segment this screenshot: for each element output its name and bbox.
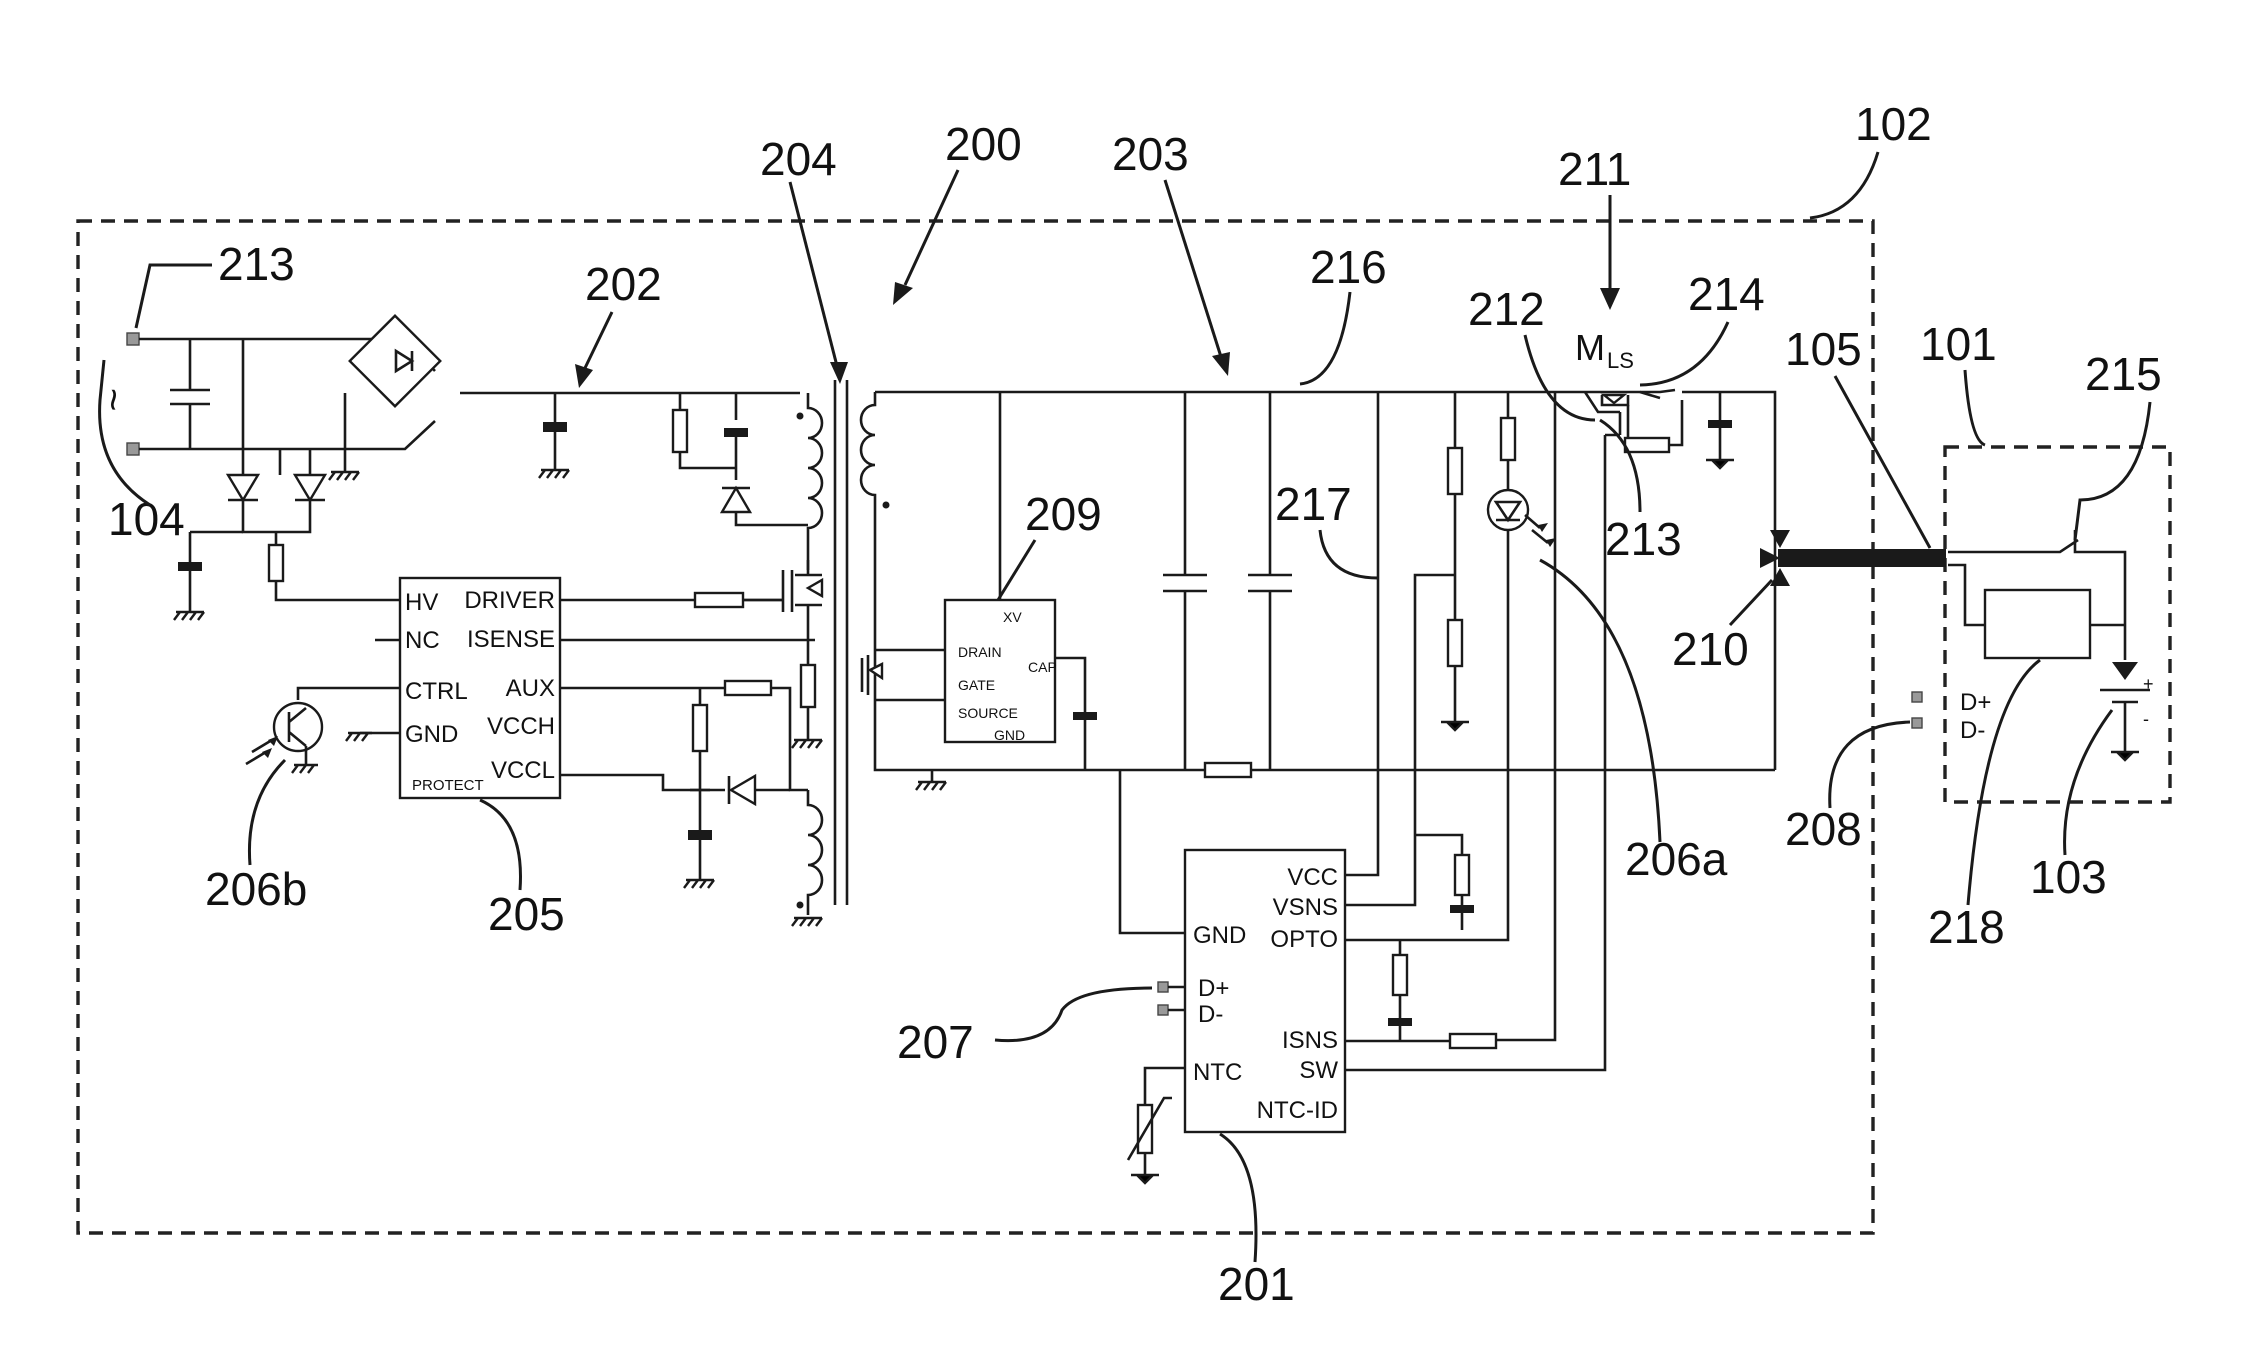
ic201-pin-sw: SW <box>1299 1057 1338 1084</box>
ic201-pin-opto: OPTO <box>1270 926 1338 953</box>
driver-resistor <box>695 593 743 607</box>
ref-211: 211 <box>1558 143 1631 195</box>
isns-resistor <box>1450 1034 1496 1048</box>
aux-resistor <box>725 681 771 695</box>
ref-102: 102 <box>1855 98 1932 150</box>
battery-minus: - <box>2143 709 2149 729</box>
ref-206b: 206b <box>205 863 307 915</box>
ref-213-mid: 213 <box>1605 513 1682 565</box>
ic205-pin-aux: AUX <box>506 675 555 702</box>
vsns-resistor-top <box>1448 448 1462 494</box>
device-pin-dminus: D- <box>1960 717 1985 744</box>
ic209-pin-gnd: GND <box>994 727 1025 743</box>
mls-subscript: LS <box>1607 348 1634 373</box>
ic209-pin-drain: DRAIN <box>958 644 1002 660</box>
aux-winding <box>808 790 822 915</box>
ic205-pin-hv: HV <box>405 589 438 616</box>
secondary-winding <box>861 392 875 510</box>
primary-mosfet <box>792 560 822 640</box>
opto-led-206a <box>1488 490 1528 530</box>
ref-202: 202 <box>585 258 662 310</box>
ic205-pin-isense: ISENSE <box>467 626 555 653</box>
ref-101: 101 <box>1920 318 1997 370</box>
ic201-pin-dminus: D- <box>1198 1001 1223 1028</box>
device-block-218 <box>1985 590 2090 658</box>
ic205-pin-gnd: GND <box>405 721 458 748</box>
ic209-pin-source: SOURCE <box>958 705 1018 721</box>
ref-105: 105 <box>1785 323 1862 375</box>
ic201-pin-ntcid: NTC-ID <box>1257 1097 1338 1124</box>
ref-210: 210 <box>1672 623 1749 675</box>
controller-ic-205: HV NC CTRL GND DRIVER ISENSE AUX VCCH VC… <box>246 578 560 798</box>
cable-105 <box>1778 549 1946 567</box>
ic209-pin-cap: CAP <box>1028 659 1057 675</box>
ac-terminal-bottom <box>127 443 139 455</box>
ref-213-top: 213 <box>218 238 295 290</box>
ref-214: 214 <box>1688 268 1765 320</box>
ic209-pin-xv: XV <box>1003 609 1022 625</box>
ref-207: 207 <box>897 1016 974 1068</box>
device-pin-dplus: D+ <box>1960 689 1991 716</box>
battery-plus: + <box>2143 674 2154 694</box>
ref-103: 103 <box>2030 851 2107 903</box>
ref-216: 216 <box>1310 241 1387 293</box>
ref-206a: 206a <box>1625 833 1728 885</box>
ic201-pin-dplus: D+ <box>1198 975 1229 1002</box>
ref-203: 203 <box>1112 128 1189 180</box>
primary-side <box>539 380 847 926</box>
ic201-pin-gnd: GND <box>1193 922 1246 949</box>
primary-winding <box>808 393 822 560</box>
ac-symbol: ~ <box>91 388 135 411</box>
current-sense-resistor <box>1205 763 1251 777</box>
ic201-pin-vcc: VCC <box>1287 864 1338 891</box>
sync-rectifier-mosfet <box>862 655 868 695</box>
opto-transistor-206b <box>274 703 322 751</box>
ref-208: 208 <box>1785 803 1862 855</box>
ic201-pin-ntc: NTC <box>1193 1059 1242 1086</box>
sense-resistor <box>801 665 815 707</box>
ref-218: 218 <box>1928 901 2005 953</box>
ic205-pin-vcch: VCCH <box>487 713 555 740</box>
snubber-diode <box>722 488 750 512</box>
ref-215: 215 <box>2085 348 2162 400</box>
ic205-pin-vccl: VCCL <box>491 757 555 784</box>
ic201-pin-isns: ISNS <box>1282 1027 1338 1054</box>
aux-diode <box>731 776 755 804</box>
ic205-protect-label: PROTECT <box>412 777 484 794</box>
ref-212: 212 <box>1468 283 1545 335</box>
ic205-pin-driver: DRIVER <box>464 587 555 614</box>
ic201-pin-vsns: VSNS <box>1273 894 1338 921</box>
ic209-pin-gate: GATE <box>958 677 995 693</box>
ref-209: 209 <box>1025 488 1102 540</box>
vsns-resistor-bottom <box>1448 620 1462 666</box>
ref-217: 217 <box>1275 478 1352 530</box>
input-diode-1 <box>228 475 258 500</box>
ref-200: 200 <box>945 118 1022 170</box>
mls-label: M <box>1575 327 1605 368</box>
ac-terminal-top <box>127 333 139 345</box>
snubber-resistor <box>673 410 687 452</box>
ref-201: 201 <box>1218 1258 1295 1310</box>
input-diode-2 <box>295 475 325 500</box>
ref-205: 205 <box>488 888 565 940</box>
charge-controller-ic-201: VCC VSNS OPTO ISNS SW NTC-ID GND D+ D- N… <box>1158 850 1345 1132</box>
ref-204: 204 <box>760 133 837 185</box>
ic205-pin-nc: NC <box>405 627 440 654</box>
gate-resistor <box>1625 438 1669 452</box>
opto-resistor <box>1501 418 1515 460</box>
hv-resistor <box>269 545 283 581</box>
ic205-pin-ctrl: CTRL <box>405 678 468 705</box>
